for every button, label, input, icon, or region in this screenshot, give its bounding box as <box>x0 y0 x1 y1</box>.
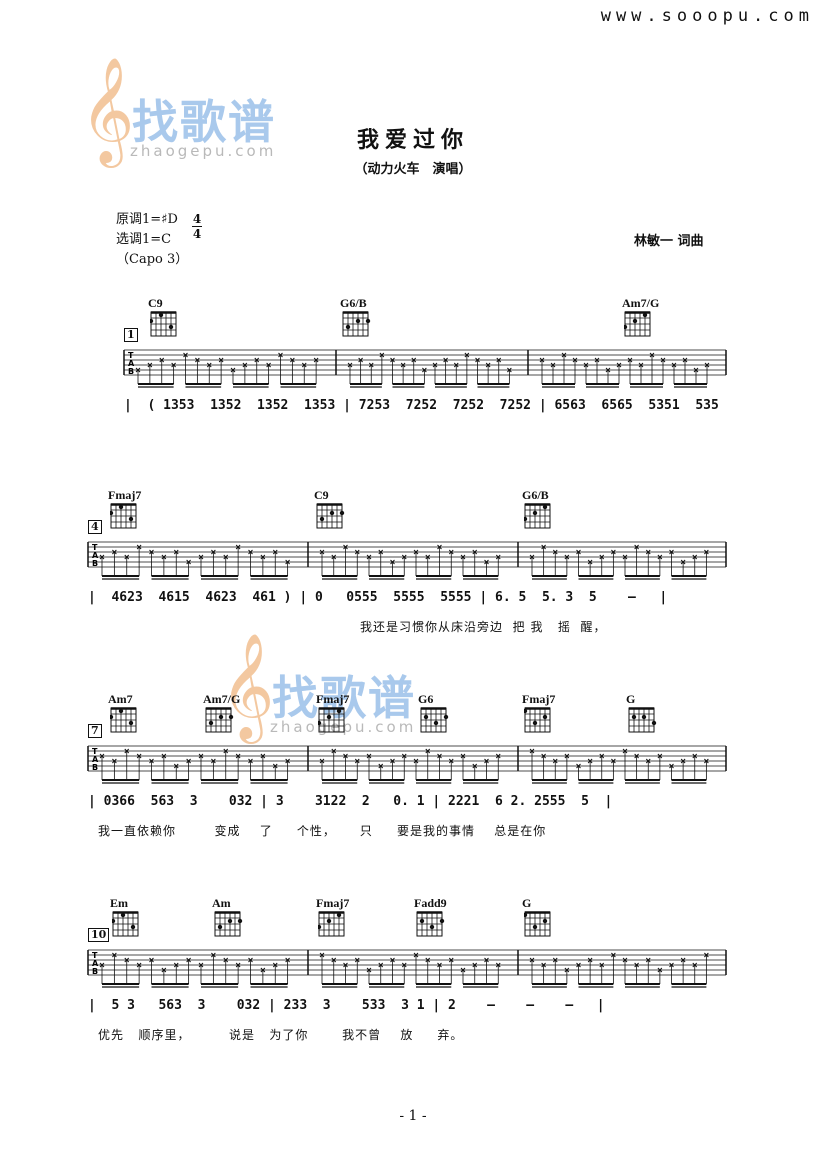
chord-diagram <box>316 503 345 529</box>
measure-number: 7 <box>88 724 102 738</box>
chord-diagram <box>524 707 551 733</box>
svg-text:B: B <box>128 367 134 376</box>
key-selected: 选调1=C <box>116 232 172 247</box>
author: 林敏一 词曲 <box>634 234 704 249</box>
chord-name: G6 <box>418 692 434 706</box>
chord-diagram <box>110 503 137 529</box>
chord-diagram <box>420 707 449 733</box>
numbered-notation: | 4623 4615 4623 461 ) | 0 0555 5555 555… <box>88 590 668 605</box>
numbered-notation: | ( 1353 1352 1352 1353 | 7253 7252 7252… <box>124 398 734 413</box>
watermark-url: zhaogepu.com <box>130 142 277 160</box>
tab-staff: TAB <box>123 349 727 388</box>
chord-diagram <box>342 311 371 337</box>
chord-name: G6/B <box>522 488 549 502</box>
chord-diagram <box>318 911 345 937</box>
lyrics: 优先 顺序里， 说是 为了你 我不曾 放 弃。 <box>98 1028 464 1042</box>
chord-diagram <box>214 911 243 937</box>
chord-name: Fmaj7 <box>108 488 142 502</box>
key-original: 原调1=♯D <box>116 212 178 227</box>
capo: （Capo 3） <box>116 252 189 267</box>
watermark-logo: 𝄞 找歌谱 zhaogepu.com <box>80 64 340 164</box>
chord-name: Am7/G <box>622 296 660 310</box>
svg-text:T: T <box>92 543 98 552</box>
svg-text:T: T <box>92 951 98 960</box>
chord-diagram <box>318 707 345 733</box>
time-signature: 4 4 <box>192 212 202 241</box>
chord-name: Am7 <box>108 692 133 706</box>
chord-name: Fmaj7 <box>522 692 556 706</box>
chord-name: G <box>626 692 636 706</box>
tab-staff: TAB <box>87 745 727 784</box>
page-number: - 1 - <box>399 1108 427 1124</box>
chord-diagram <box>624 311 651 337</box>
chord-diagram <box>150 311 177 337</box>
chord-name: G <box>522 896 532 910</box>
chord-name: Fmaj7 <box>316 692 350 706</box>
treble-clef-icon: 𝄞 <box>80 56 135 163</box>
svg-text:T: T <box>128 351 134 360</box>
numbered-notation: | 5 3 563 3 032 | 233 3 533 3 1 | 2 — — … <box>88 998 605 1013</box>
svg-text:B: B <box>92 967 98 976</box>
svg-text:A: A <box>128 359 135 368</box>
song-subtitle: （动力火车 演唱） <box>354 162 472 177</box>
watermark-brand: 找歌谱 <box>272 671 416 725</box>
lyrics: 我还是习惯你从床沿旁边 把 我 摇 醒， <box>360 620 607 634</box>
measure-number: 10 <box>88 928 110 942</box>
svg-text:A: A <box>92 755 99 764</box>
tab-staff: TAB <box>87 541 727 580</box>
chord-diagram <box>205 707 234 733</box>
chord-name: Fmaj7 <box>316 896 350 910</box>
chord-diagram <box>524 911 551 937</box>
chord-name: C9 <box>314 488 329 502</box>
chord-name: Em <box>110 896 128 910</box>
chord-diagram <box>524 503 551 529</box>
time-top: 4 <box>192 212 202 226</box>
measure-number: 4 <box>88 520 102 534</box>
svg-text:B: B <box>92 559 98 568</box>
time-bottom: 4 <box>192 227 202 241</box>
watermark-brand: 找歌谱 <box>132 95 276 149</box>
chord-diagram <box>112 911 139 937</box>
tab-staff: TAB <box>87 949 727 988</box>
chord-name: C9 <box>148 296 163 310</box>
lyrics: 我一直依赖你 变成 了 个性， 只 要是我的事情 总是在你 <box>98 824 547 838</box>
chord-name: G6/B <box>340 296 367 310</box>
song-title: 我爱过你 <box>356 127 469 153</box>
chord-name: Am <box>212 896 231 910</box>
svg-text:A: A <box>92 959 99 968</box>
site-url[interactable]: www.sooopu.com <box>600 6 814 26</box>
watermark-url: zhaogepu.com <box>270 718 417 736</box>
chord-diagram <box>110 707 137 733</box>
svg-text:A: A <box>92 551 99 560</box>
svg-text:T: T <box>92 747 98 756</box>
numbered-notation: | 0366 563 3 032 | 3 3122 2 0. 1 | 2221 … <box>88 794 613 809</box>
chord-diagram <box>628 707 657 733</box>
chord-diagram <box>416 911 445 937</box>
chord-name: Fadd9 <box>414 896 447 910</box>
measure-number: 1 <box>124 328 138 342</box>
chord-name: Am7/G <box>203 692 241 706</box>
svg-text:B: B <box>92 763 98 772</box>
